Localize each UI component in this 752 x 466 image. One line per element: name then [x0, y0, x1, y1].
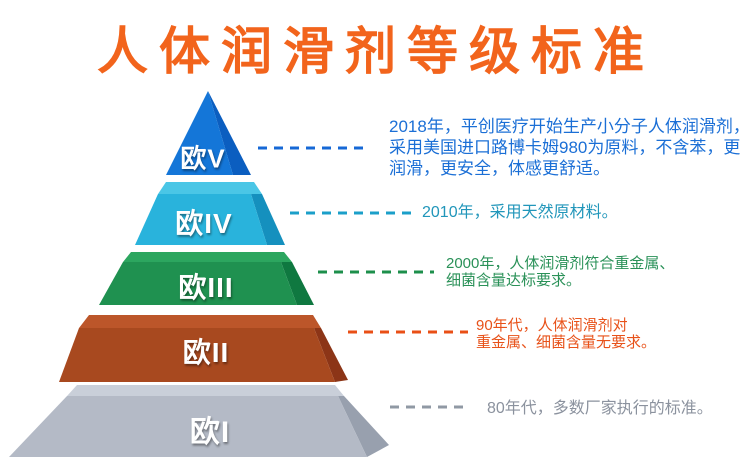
- annotation-2018-line-1: 2018年，平创医疗开始生产小分子人体润滑剂，: [389, 117, 750, 136]
- level-IV-label: 欧IV: [175, 208, 233, 239]
- level-I-side-face: [338, 396, 389, 457]
- level-I-front-face: [9, 396, 367, 457]
- level-III-front-face: [99, 262, 297, 305]
- level-II-side-face: [314, 328, 348, 382]
- page-title: 人体润滑剂等级标准: [96, 23, 655, 80]
- level-III-top-face: [123, 252, 292, 262]
- level-III-label: 欧III: [178, 272, 234, 303]
- level-II-label: 欧II: [182, 337, 230, 368]
- level-IV-top-face: [158, 182, 262, 194]
- level-II-top-face: [79, 315, 321, 328]
- annotation-2010: 2010年，采用天然原材料。: [422, 203, 618, 222]
- level-I-top-face: [67, 385, 344, 396]
- annotation-2010-line-1: 2010年，采用天然原材料。: [422, 204, 618, 221]
- level-IV-side-face: [251, 194, 285, 245]
- annotation-2000-line-2: 细菌含量达标要求。: [446, 272, 582, 289]
- annotation-2018-line-3: 润滑，更安全，体感更舒适。: [389, 159, 610, 178]
- annotation-80s-line-1: 80年代，多数厂家执行的标准。: [487, 400, 713, 417]
- annotation-80s: 80年代，多数厂家执行的标准。: [487, 399, 713, 418]
- annotation-90s-line-2: 重金属、细菌含量无要求。: [476, 334, 657, 351]
- annotation-2000-line-1: 2000年，人体润滑剂符合重金属、: [446, 255, 675, 272]
- annotation-90s-line-1: 90年代，人体润滑剂对: [476, 317, 628, 334]
- annotation-2018-line-2: 采用美国进口路博卡姆980为原料，不含苯，更: [389, 138, 741, 157]
- level-II-front-face: [59, 328, 335, 382]
- annotation-2000: 2000年，人体润滑剂符合重金属、 细菌含量达标要求。: [446, 255, 674, 289]
- annotation-2018: 2018年，平创医疗开始生产小分子人体润滑剂， 采用美国进口路博卡姆980为原料…: [389, 116, 750, 179]
- level-V-front-face: [166, 91, 233, 175]
- annotation-90s: 90年代，人体润滑剂对 重金属、细菌含量无要求。: [476, 317, 656, 351]
- level-III-side-face: [281, 262, 314, 305]
- level-I-label: 欧I: [189, 416, 231, 449]
- level-IV-front-face: [135, 194, 267, 245]
- level-V-side-face: [208, 91, 251, 175]
- level-V-label: 欧V: [180, 143, 226, 174]
